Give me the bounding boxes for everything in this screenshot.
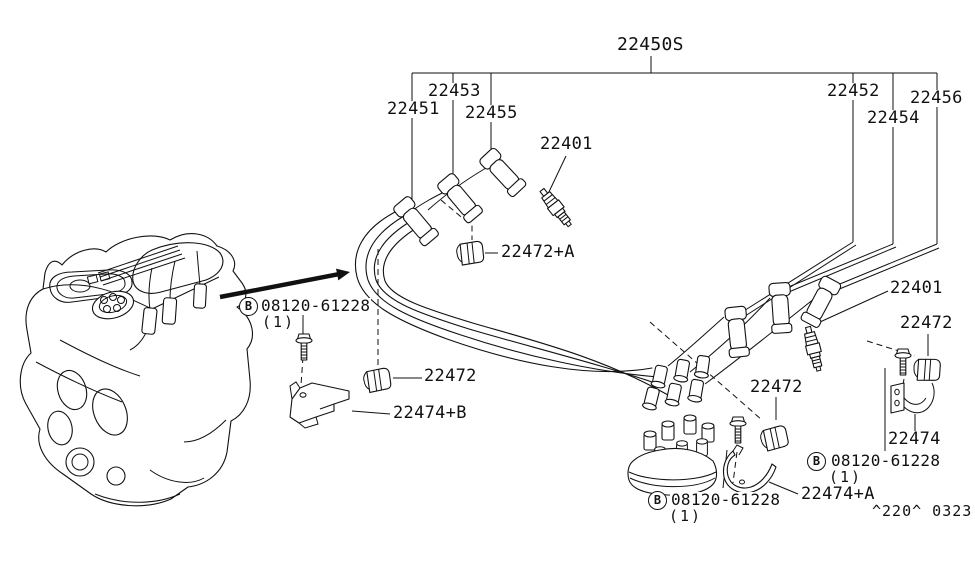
sheet-code: ^220^ 0323 <box>872 502 973 520</box>
label-wire-set: 22450S <box>616 34 685 55</box>
label-clamp-center: 22472 <box>749 377 804 397</box>
mounting-brackets <box>289 381 935 494</box>
clamp-drawing <box>912 357 942 383</box>
bolt-quantity: (1) <box>261 313 297 331</box>
label-wire-no1: 22451 <box>386 99 441 119</box>
clamp-drawing <box>455 240 485 267</box>
spark-plug-drawing <box>535 185 576 231</box>
label-spark-plug-right: 22401 <box>889 278 944 298</box>
plug-boot <box>723 305 752 359</box>
circled-b-icon: B <box>239 297 258 316</box>
bolt-drawing <box>729 416 747 444</box>
label-clamp-left: 22472 <box>423 366 478 386</box>
plug-boot <box>768 281 794 335</box>
label-bracket-b: 22474+B <box>392 403 468 423</box>
label-bracket-a: 22474+A <box>800 484 876 504</box>
label-bracket: 22474 <box>887 429 942 449</box>
engine-drawing <box>19 233 253 507</box>
label-clamp-right: 22472 <box>899 313 954 333</box>
clamp-drawing <box>362 367 393 394</box>
circled-b-icon: B <box>648 491 667 510</box>
dashed-leader-lines <box>300 199 916 484</box>
bolt-part-number: 08120-61228 <box>670 490 782 509</box>
label-wire-no6: 22456 <box>909 88 964 108</box>
bolt-part-number: 08120-61228 <box>830 451 942 470</box>
spark-plugs <box>535 185 827 373</box>
label-clamp-a: 22472+A <box>500 242 576 262</box>
circled-b-icon: B <box>807 452 826 471</box>
plug-boot <box>477 146 529 199</box>
label-wire-no2: 22452 <box>826 81 881 101</box>
plug-boot <box>391 194 441 248</box>
label-wire-no3: 22453 <box>427 81 482 101</box>
label-wire-no5: 22455 <box>464 103 519 123</box>
bolt-drawing <box>295 333 313 361</box>
bolt-part-number: 08120-61228 <box>260 296 372 315</box>
bolt-drawing <box>894 348 912 376</box>
bolt-quantity: (1) <box>828 468 864 486</box>
clamp-drawing <box>758 424 790 453</box>
spark-plug-drawing <box>800 324 827 373</box>
wire-harness <box>354 146 940 412</box>
bolt-quantity: (1) <box>668 507 704 525</box>
leader-lines <box>302 155 929 495</box>
distributor-cap <box>627 414 718 496</box>
label-wire-no4: 22454 <box>866 108 921 128</box>
pointer-arrow-icon <box>219 268 350 300</box>
plug-boot <box>799 274 843 330</box>
label-spark-plug-top: 22401 <box>539 134 594 154</box>
